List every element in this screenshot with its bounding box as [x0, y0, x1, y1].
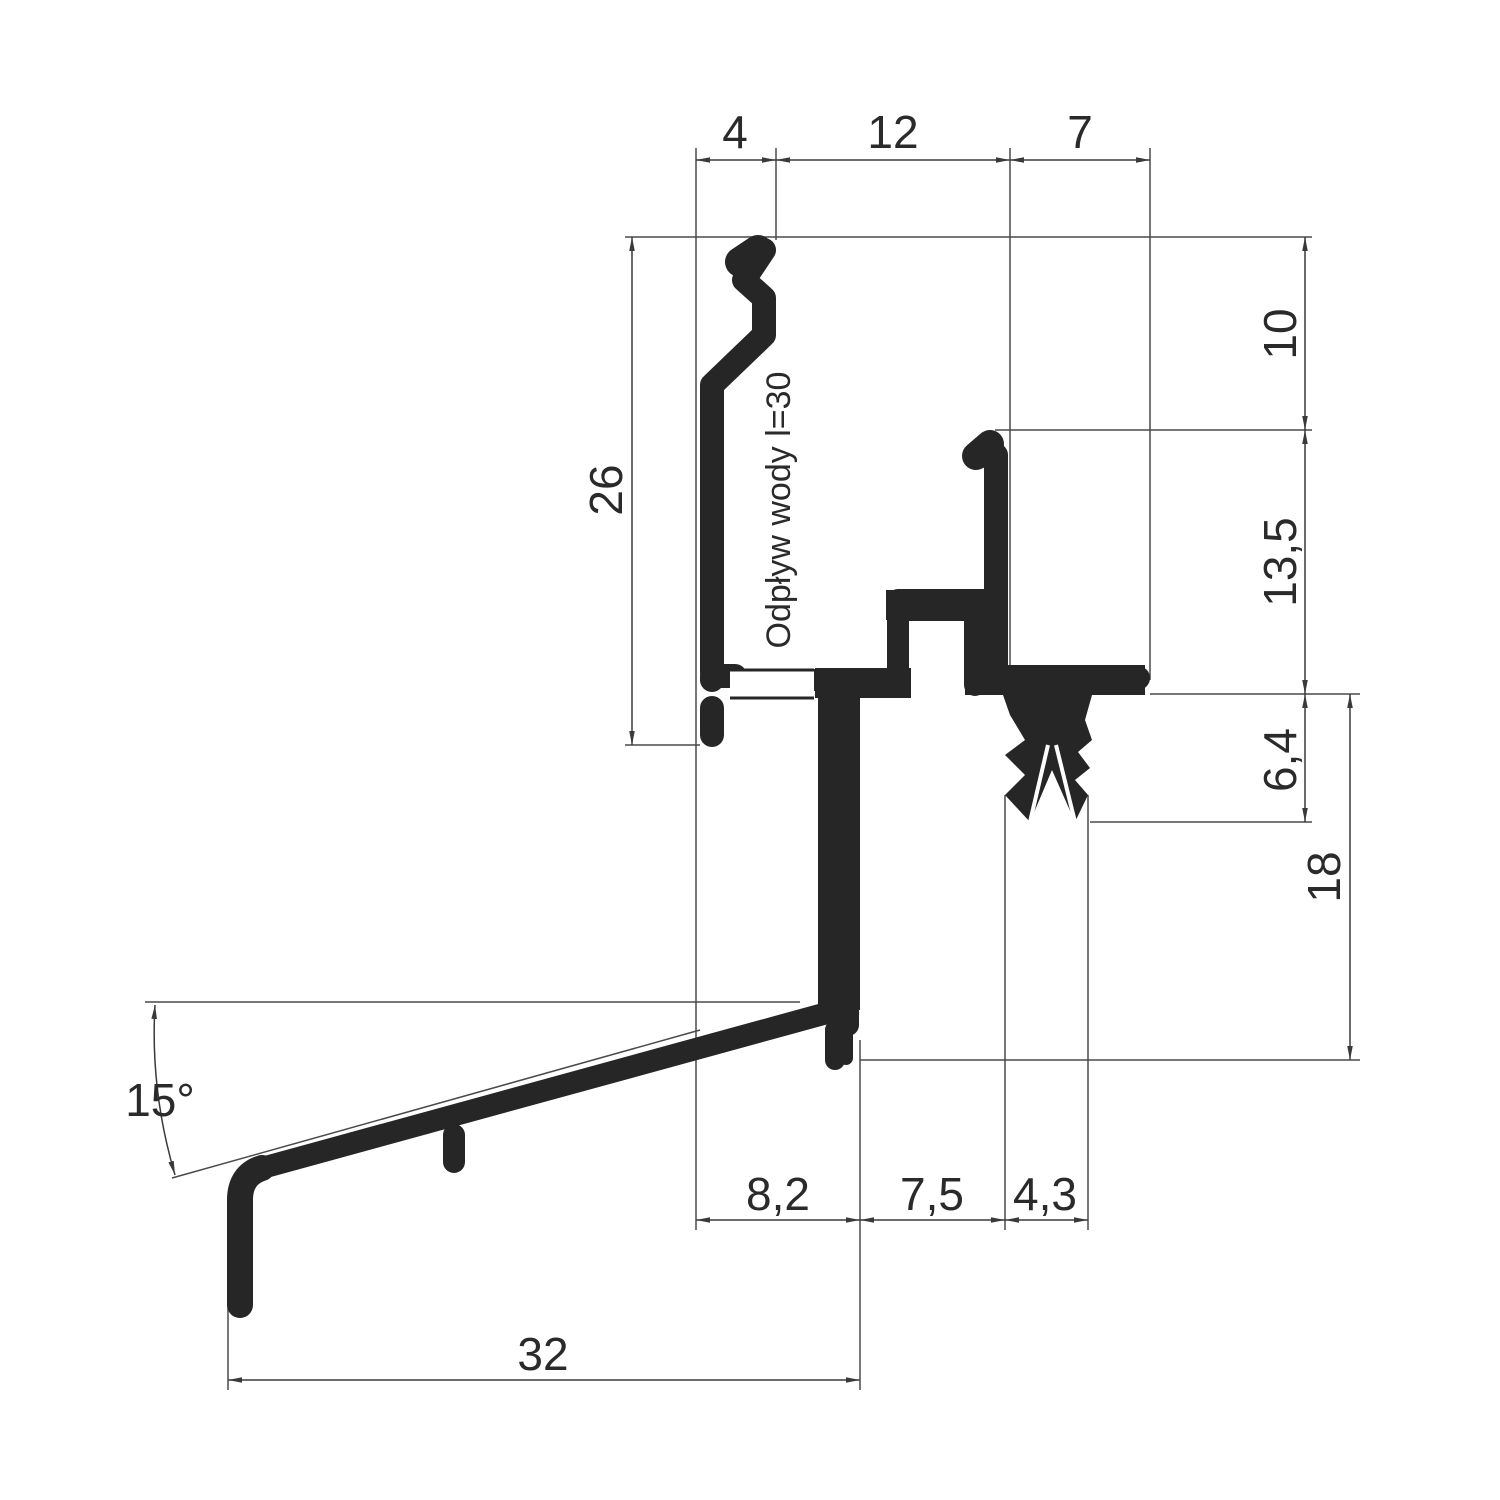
drainage-gap [730, 668, 814, 700]
extension-lines [145, 148, 1360, 1390]
dimension-arc-15-degrees [151, 1004, 176, 1176]
sloped-sill [251, 999, 849, 1179]
dim-label-top-4: 4 [722, 106, 748, 158]
aluminium-profile [227, 235, 1150, 1318]
dim-label-bottom-7-5: 7,5 [900, 1168, 964, 1220]
dim-label-bottom-4-3: 4,3 [1013, 1168, 1077, 1220]
left-wall-hook [700, 238, 776, 747]
gasket [1003, 695, 1092, 822]
front-lip [227, 1155, 275, 1318]
gasket-cuts [1028, 744, 1077, 823]
dim-label-right-10: 10 [1254, 308, 1306, 359]
dim-label-bottom-32: 32 [517, 1328, 568, 1380]
stem-block [818, 680, 860, 1010]
dim-label-top-7: 7 [1067, 106, 1093, 158]
dim-label-angle-15: 15° [125, 1074, 195, 1126]
profile-fills [815, 590, 1145, 1010]
dim-label-right-18: 18 [1298, 851, 1350, 902]
dim-label-top-12: 12 [867, 106, 918, 158]
dimension-lines [151, 157, 1353, 1383]
dim-label-bottom-8-2: 8,2 [746, 1168, 810, 1220]
left-hook-tip [725, 235, 773, 277]
dimension-labels: 4 12 7 10 13,5 6,4 18 26 15° 8,2 7,5 4,3… [125, 106, 1350, 1380]
flange-block [985, 665, 1145, 695]
left-wall-foot [700, 664, 747, 692]
dim-label-right-6-4: 6,4 [1254, 728, 1306, 792]
dim-label-right-13-5: 13,5 [1254, 517, 1306, 607]
right-hook-tip [962, 430, 1004, 470]
dim-label-left-26: 26 [580, 464, 632, 515]
drainage-note: Odpływ wody l=30 [760, 372, 798, 649]
